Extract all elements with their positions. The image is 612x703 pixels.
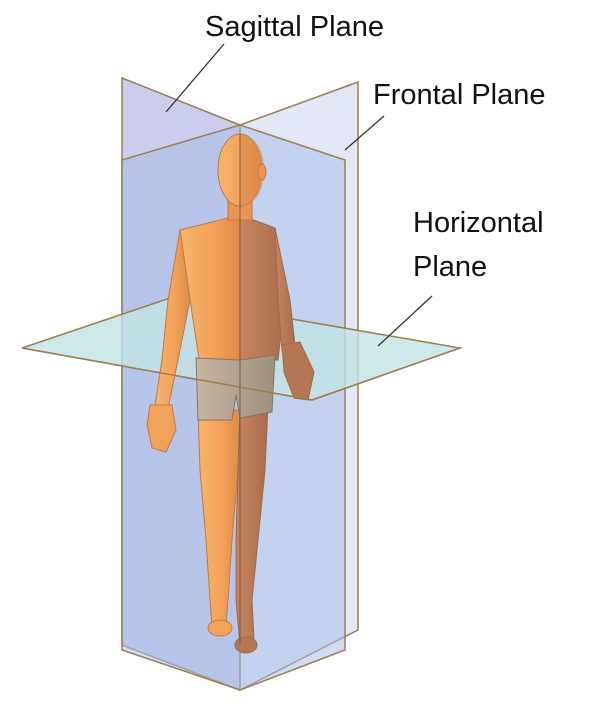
horizontal-plane-label-line2: Plane: [413, 251, 487, 283]
sagittal-leader-line: [166, 44, 224, 112]
horizontal-plane-label-line1: Horizontal: [413, 207, 544, 239]
frontal-plane-label: Frontal Plane: [373, 79, 546, 111]
left-foot: [208, 620, 232, 636]
ear: [258, 164, 266, 180]
right-foot: [235, 637, 257, 653]
sagittal-plane-label: Sagittal Plane: [205, 11, 384, 43]
